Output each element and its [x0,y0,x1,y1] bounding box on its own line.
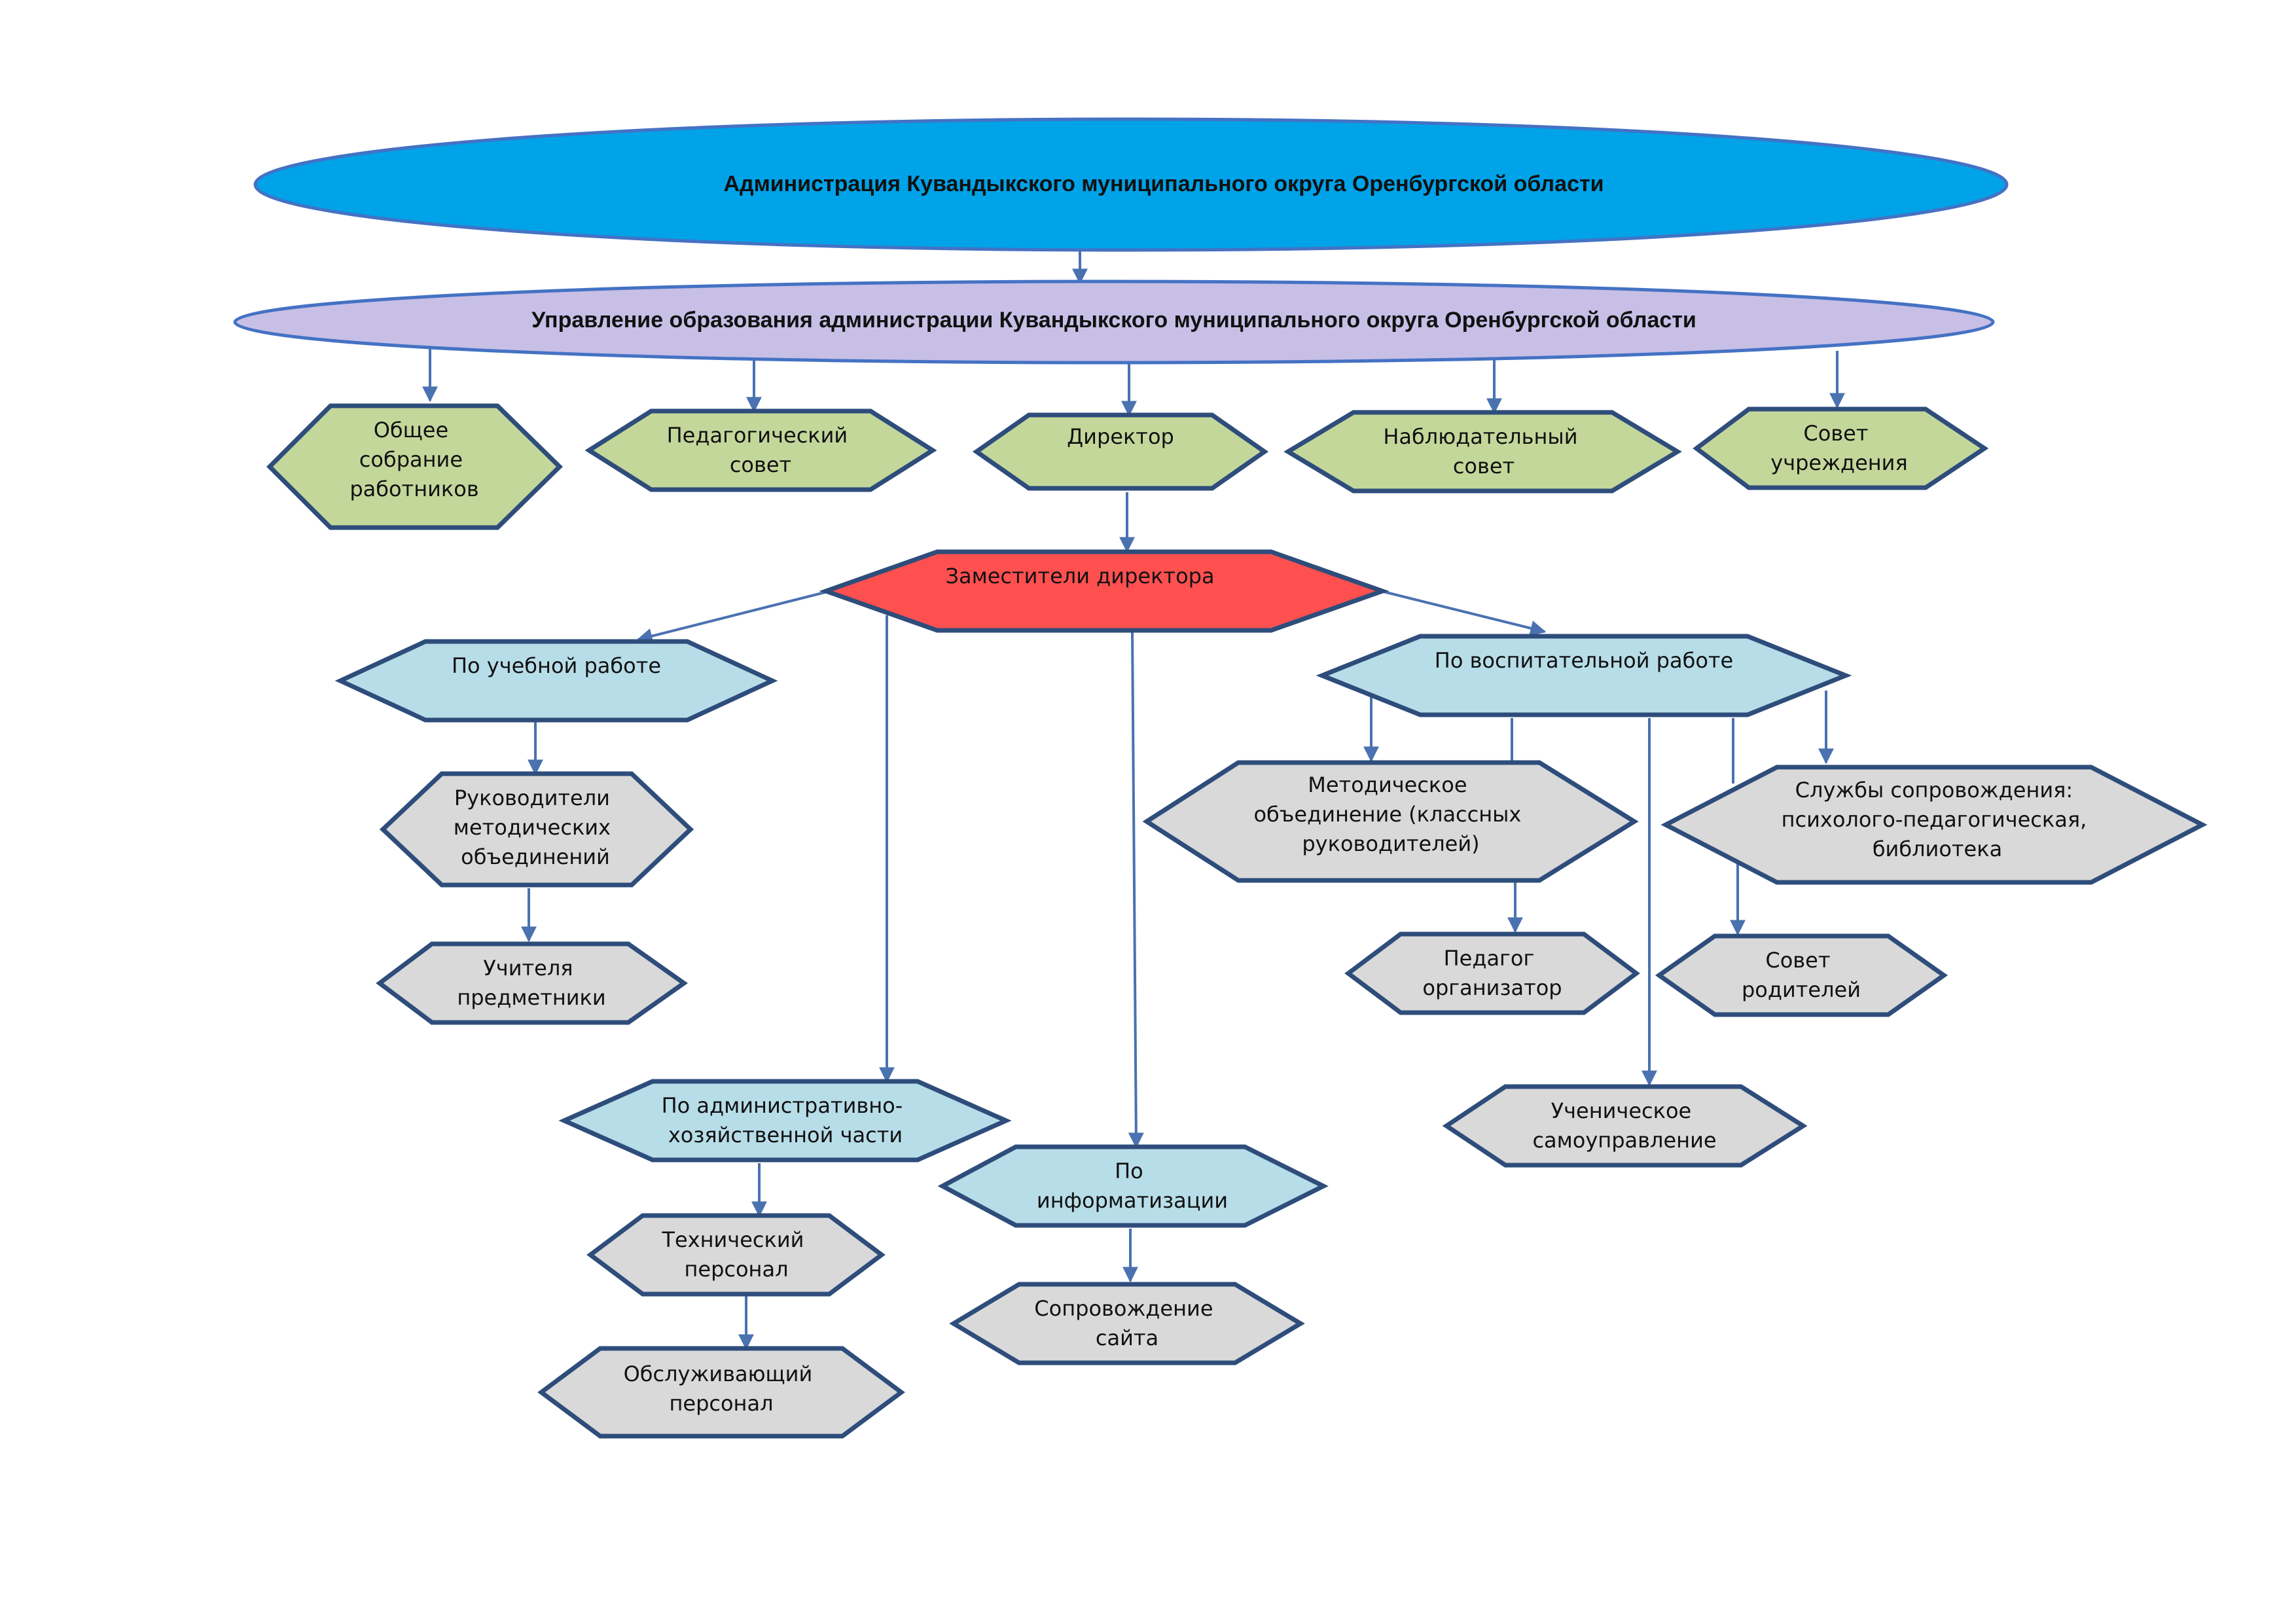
support-services-label: Службы сопровождения: психолого-педагоги… [1782,778,2094,861]
education-department-node: Управление образования администрации Кув… [233,280,1995,365]
method-association-node: Методическое объединение (классных руков… [1142,760,1639,883]
subject-teachers-hexagon [376,941,689,1025]
administration-node: Администрация Кувандыкского муниципально… [253,117,2009,252]
general-meeting-node: Общее собрание работников [266,403,564,530]
director-label: Директор [1067,424,1174,449]
pedagogical-council-hexagon [584,408,937,492]
support-services-node: Службы сопровождения: психолого-педагоги… [1660,765,2208,885]
supervisory-board-hexagon [1283,410,1682,494]
pedagogical-council-label: Педагогический совет [667,423,855,477]
service-staff-hexagon [537,1346,905,1439]
informatization-node: По информатизации [937,1144,1329,1228]
education-department-ellipse [233,280,1995,365]
site-support-node: Сопровождение сайта [949,1282,1305,1365]
pedagogical-council-node: Педагогический совет [584,408,937,492]
subject-teachers-node: Учителя предметники [376,941,689,1025]
educational-work-hexagon [1316,634,1852,717]
institution-council-label: Совет учреждения [1770,421,1907,475]
deputy-directors-hexagon [819,549,1390,633]
technical-staff-hexagon [586,1213,886,1297]
educational-work-label: По воспитательной работе [1435,648,1733,673]
connector-deputies-educational [1380,590,1547,636]
student-government-hexagon [1442,1084,1808,1168]
connector-deputies-academic [636,590,831,644]
informatization-label: По информатизации [1037,1159,1228,1213]
director-node: Директор [972,412,1269,491]
service-staff-label: Обслуживающий персонал [624,1362,819,1416]
technical-staff-node: Технический персонал [586,1213,886,1297]
parents-council-node: Совет родителей [1655,933,1948,1017]
teacher-organizer-label: Педагог организатор [1422,946,1562,1000]
subject-teachers-label: Учителя предметники [457,956,605,1010]
supervisory-board-label: Наблюдательный совет [1383,424,1584,478]
teacher-organizer-hexagon [1344,931,1640,1015]
supervisory-board-node: Наблюдательный совет [1283,410,1682,494]
technical-staff-label: Технический персонал [661,1227,810,1282]
connector-deputies-informatization [1128,631,1144,1149]
academic-work-label: По учебной работе [452,653,661,678]
support-services-hexagon [1660,765,2208,885]
method-heads-node: Руководители методических объединений [379,771,694,888]
education-department-label: Управление образования администрации Кув… [531,308,1696,333]
method-association-label: Методическое объединение (классных руков… [1253,772,1528,856]
service-staff-node: Обслуживающий персонал [537,1346,905,1439]
deputy-directors-node: Заместители директора [819,549,1390,633]
institution-council-node: Совет учреждения [1693,406,1989,490]
admin-economic-label: По административно- хозяйственной части [662,1093,910,1147]
admin-economic-node: По административно- хозяйственной части [558,1079,1012,1163]
administration-label: Администрация Кувандыкского муниципально… [723,171,1604,196]
administration-ellipse [253,117,2009,252]
teacher-organizer-node: Педагог организатор [1344,931,1640,1015]
connectors [422,250,1845,1350]
site-support-hexagon [949,1282,1305,1365]
academic-work-hexagon [334,639,778,723]
institution-council-hexagon [1693,406,1989,490]
informatization-hexagon [937,1144,1329,1228]
director-hexagon [972,412,1269,491]
method-heads-label: Руководители методических объединений [454,785,617,869]
educational-work-node: По воспитательной работе [1316,634,1852,717]
student-government-label: Ученическое самоуправление [1532,1098,1716,1153]
general-meeting-label: Общее собрание работников [350,418,478,501]
method-association-hexagon [1142,760,1639,883]
parents-council-label: Совет родителей [1742,948,1861,1002]
student-government-node: Ученическое самоуправление [1442,1084,1808,1168]
method-heads-hexagon [379,771,694,888]
deputy-directors-label: Заместители директора [945,564,1214,588]
admin-economic-hexagon [558,1079,1012,1163]
academic-work-node: По учебной работе [334,639,778,723]
general-meeting-hexagon [266,403,564,530]
site-support-label: Сопровождение сайта [1034,1296,1219,1350]
parents-council-hexagon [1655,933,1948,1017]
